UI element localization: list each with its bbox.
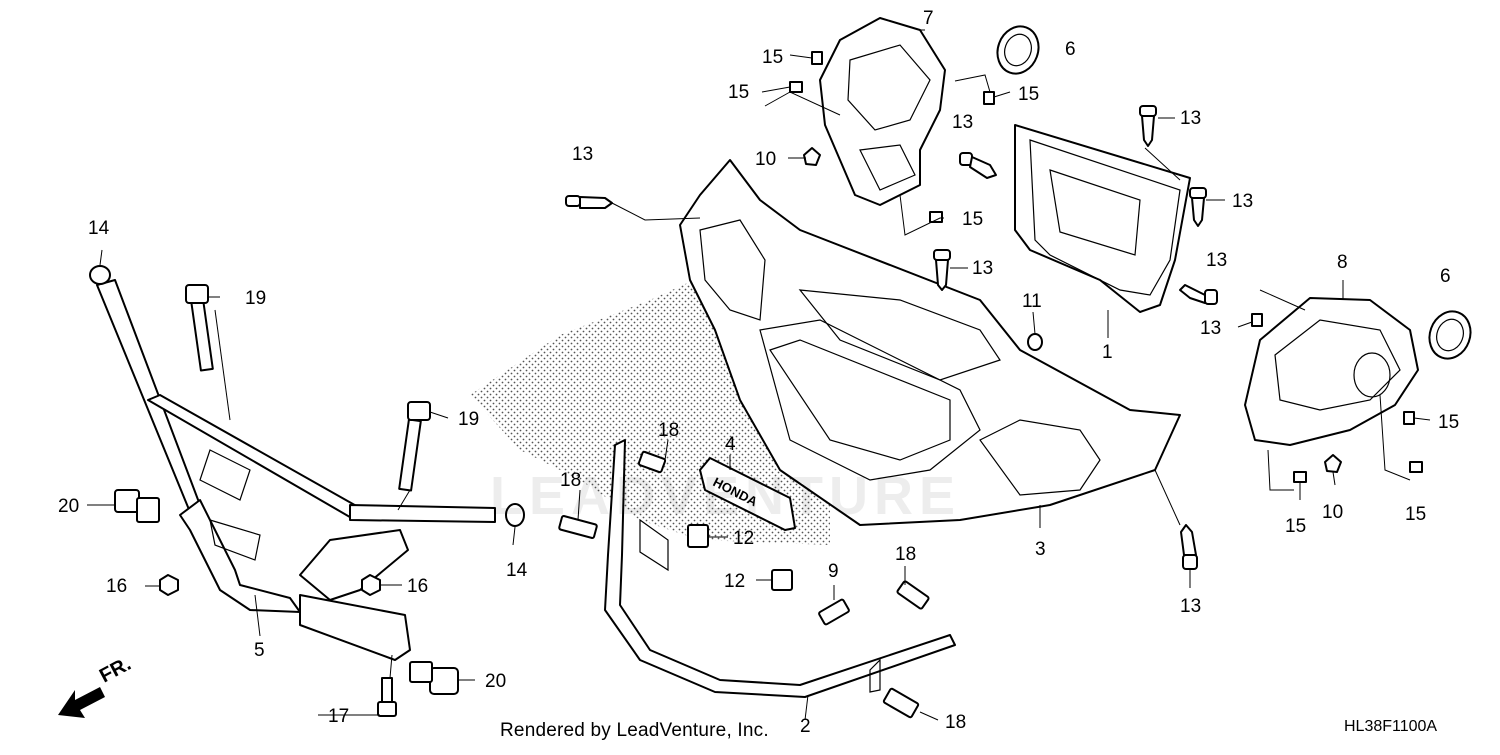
part-3-front-cover: [679, 159, 1181, 526]
rivet-13-box-right: [1189, 187, 1207, 227]
bolt-18-c: [896, 580, 930, 610]
front-direction-arrow: [58, 687, 105, 718]
grommet-14-right: [505, 503, 525, 527]
bolt-19-upper: [190, 298, 214, 372]
part-7-upper-bracket: [819, 17, 946, 206]
rivet-13-center: [933, 249, 951, 291]
bolt-20-left-shaft: [136, 497, 160, 523]
clip-12-a: [687, 524, 709, 548]
bolt-19-lower-head: [407, 401, 431, 421]
callout-16-left: 16: [106, 576, 127, 597]
callout-18-d: 18: [945, 712, 966, 733]
screw-15-b: [789, 81, 803, 93]
callout-20-lower: 20: [485, 671, 506, 692]
bolt-20-lower-head: [429, 667, 459, 695]
callout-15-b: 15: [728, 82, 749, 103]
bolt-9: [818, 598, 850, 626]
callout-15-g: 15: [1285, 516, 1306, 537]
grommet-14-left: [89, 265, 111, 285]
callout-8: 8: [1337, 252, 1348, 273]
callout-18-c: 18: [895, 544, 916, 565]
nut-16-right: [361, 574, 381, 596]
callout-13-center: 13: [972, 258, 993, 279]
callout-5: 5: [254, 640, 265, 661]
screw-15-h: [1409, 461, 1423, 473]
callout-10-left: 10: [755, 149, 776, 170]
callout-20-left: 20: [58, 496, 79, 517]
callout-14-right: 14: [506, 560, 528, 581]
callout-15-c: 15: [1018, 84, 1039, 105]
callout-18-b: 18: [560, 470, 581, 491]
fastener-group: [89, 51, 1423, 719]
callout-17: 17: [328, 706, 349, 727]
watermark-text: LEADVENTURE: [490, 466, 962, 526]
bolt-19-lower: [398, 418, 422, 492]
part-5-front-bumper: [96, 279, 496, 661]
nut-10-left: [803, 147, 821, 166]
callout-6-top: 6: [1065, 39, 1076, 60]
screw-15-g: [1293, 471, 1307, 483]
callout-2: 2: [800, 716, 811, 737]
rivet-13-box-lower: [1179, 284, 1218, 305]
bolt-17-head: [377, 701, 397, 717]
callout-11: 11: [1022, 291, 1042, 312]
bolt-20-lower-shaft: [409, 661, 433, 683]
bolt-18-d: [882, 687, 920, 719]
screw-15-d: [929, 211, 943, 223]
callout-15-h: 15: [1405, 504, 1426, 525]
part-8-right-bracket: [1244, 297, 1419, 446]
callout-19-upper: 19: [245, 288, 266, 309]
nut-10-right: [1324, 454, 1342, 473]
diagram-code: HL38F1100A: [1344, 718, 1438, 735]
callout-6-right: 6: [1440, 266, 1451, 287]
bolt-17-shaft: [381, 677, 393, 704]
grommet-11: [1027, 333, 1043, 351]
callout-13-box-right: 13: [1232, 191, 1253, 212]
callout-10-right: 10: [1322, 502, 1343, 523]
part-1-under-cover: [1014, 124, 1191, 313]
callout-15-a: 15: [762, 47, 783, 68]
callout-13-box-top: 13: [1180, 108, 1201, 129]
screw-15-e: [1251, 313, 1263, 327]
callout-13-left: 13: [572, 144, 593, 165]
clip-12-b: [771, 569, 793, 591]
callout-1: 1: [1102, 342, 1113, 363]
callout-14-left: 14: [88, 218, 110, 239]
callout-13-bottom: 13: [1180, 596, 1201, 617]
bolt-19-upper-head: [185, 284, 209, 304]
leader-lines: [87, 29, 1431, 721]
rivet-13-box-top: [1139, 105, 1157, 147]
callout-13-upper: 13: [952, 112, 973, 133]
bolt-18-b: [558, 515, 598, 539]
callout-7: 7: [923, 8, 934, 29]
render-credit: Rendered by LeadVenture, Inc.: [500, 720, 769, 741]
callout-12-a: 12: [733, 528, 754, 549]
callout-3: 3: [1035, 539, 1046, 560]
part-6-grommet-top: [996, 25, 1040, 75]
callout-18-a: 18: [658, 420, 679, 441]
bolt-20-left-head: [114, 489, 140, 513]
callout-4: 4: [725, 434, 736, 455]
callout-16-right: 16: [407, 576, 428, 597]
callout-labels: 7 6 15 15 15 13 13 13 13 10 13 15 13 14 …: [58, 8, 1459, 737]
callout-13-box-lower: 13: [1206, 250, 1227, 271]
rivet-13-left: [565, 195, 613, 209]
screw-15-a: [811, 51, 823, 65]
callout-15-d: 15: [962, 209, 983, 230]
rivet-13-bottom: [1180, 524, 1198, 570]
callout-12-b: 12: [724, 571, 745, 592]
bolt-18-a: [637, 450, 667, 474]
part-2-lower-frame: [604, 439, 956, 698]
part-6-grommet-right: [1428, 310, 1472, 360]
screw-15-f: [1403, 411, 1415, 425]
nut-16-left: [159, 574, 179, 596]
rivet-13-upper: [959, 152, 997, 179]
callout-15-f: 15: [1438, 412, 1459, 433]
callout-19-lower: 19: [458, 409, 479, 430]
callout-9: 9: [828, 561, 839, 582]
callout-15-e: 13: [1200, 318, 1221, 339]
screw-15-c: [983, 91, 995, 105]
